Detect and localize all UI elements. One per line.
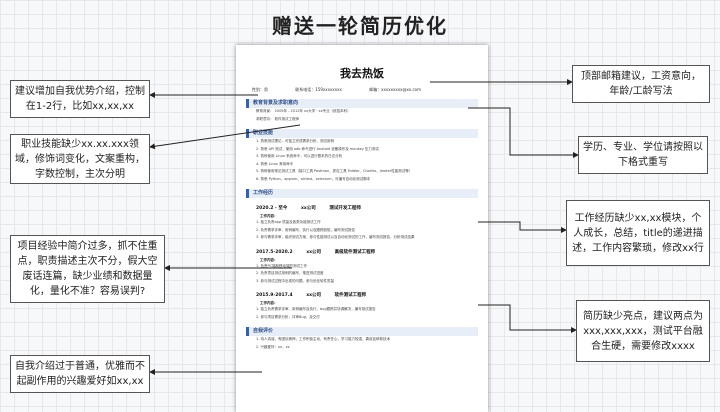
page-title: 赠送一轮简历优化 xyxy=(272,14,448,38)
annotation-left-2: 职业技能缺少xx.xx.xxx领域，修饰词变化，文案重构，字数控制，主次分明 xyxy=(10,134,150,184)
annotation-right-1: 顶部邮箱建议，工资意向，年龄/工龄写法 xyxy=(572,65,710,103)
annotation-left-4: 自我介绍过于普通，优雅而不起副作用的兴趣爱好如xx,xx xyxy=(10,355,150,393)
skill-line: 5. 熟练使用常见测试工具（接口工具 Postman、抓包工具 Fiddler、… xyxy=(256,169,413,173)
job-header: 2017.5-2020.2 xx公司 高级软件测试工程师 xyxy=(256,249,488,255)
job-date: 2015.9-2017.4 xyxy=(256,293,293,298)
section-about: 自我评价 xyxy=(246,327,478,336)
contact-phone: 联系电话：159xxxxxxxx xyxy=(295,87,342,92)
job-line: 1. 负责PC端和移动端的测试工作 xyxy=(256,263,308,268)
contact-email: 邮箱：xxxxxxxxx@xx.com xyxy=(369,87,421,92)
job-role: 高级软件测试工程师 xyxy=(334,249,376,255)
edu-line: 求职意向： 软件测试工程师 xyxy=(256,116,300,121)
section-work: 工作经历 xyxy=(246,189,478,198)
job-header: 2015.9-2017.4 xx公司 软件测试工程师 xyxy=(256,292,488,298)
skill-line: 3. 熟练使用 Linux 系统命令，可以进行基本的日志分析 xyxy=(256,154,343,158)
job-role: 软件测试工程师 xyxy=(334,293,367,298)
annotation-right-2: 学历、专业、学位请按照以下格式重写 xyxy=(578,136,708,174)
arrow-right4 xyxy=(478,304,577,333)
job-line: 1. 独立负责app 质量及各类功能测试工作 xyxy=(256,220,321,224)
arrow-right2 xyxy=(468,107,579,158)
job-company: xx公司 xyxy=(306,293,321,298)
annotation-left-3: 项目经验中简介过多，抓不住重点，职责描述主次不分，假大空废话连篇，缺少业绩和数据… xyxy=(10,235,165,303)
annotation-right-4: 简历缺少亮点，建议两点为xxx,xxx,xxx，测试平台融合生硬，需要修改xxx… xyxy=(576,300,710,362)
contact-line: 性别：男 联系电话：159xxxxxxxx 邮箱：xxxxxxxxx@xx.co… xyxy=(252,87,488,93)
job-company: xx公司 xyxy=(306,249,321,255)
section-skills: 职业技能 xyxy=(246,129,478,138)
job-header: 2020.2 - 至今 xx公司 测试开发工程师 xyxy=(256,205,488,211)
job-line: 2. 负责需求评审、用例编写、执行以及跟踪缺陷，编写测试报告 xyxy=(256,227,355,232)
edu-line: 教育背景： 2009年 - 2012年 xx大学 · xx专业（统招本科） xyxy=(256,109,351,113)
arrow-left2 xyxy=(149,124,301,150)
skill-line: 4. 熟悉 Linux 常用命令 xyxy=(256,161,294,166)
job-role: 测试开发工程师 xyxy=(329,206,361,211)
job-line: 2. 负责项目测试用例的编写，推进测试进度 xyxy=(256,271,324,275)
skill-line: 6. 熟悉 Python、appium、airtest、selenium，可编写… xyxy=(256,176,371,181)
job-date: 2017.5-2020.2 xyxy=(256,249,293,255)
job-company: xx公司 xyxy=(300,206,316,211)
job-line: 2. 参与项目需求分析，评审Bug，及交付 xyxy=(256,314,320,319)
job-line: 1. 独立负责需求评审、用例编写及执行，bug跟踪并协调解决，编写测试报告 xyxy=(256,307,376,311)
skill-line: 2. 熟悉 API 测试，使用 adb 命令进行 Android 设备操作及 m… xyxy=(256,146,379,151)
job-content-label: 工作内容： xyxy=(260,214,278,218)
arrow-right3 xyxy=(478,221,567,233)
about-line: 2. 兴趣爱好：xx，xx xyxy=(256,344,290,349)
section-education: 教育背景及求职意向 xyxy=(246,99,478,108)
job-line: 3. 参与测试过程中出现的问题，参与优化软件质量 xyxy=(256,278,334,283)
job-date: 2020.2 - 至今 xyxy=(256,206,288,211)
resume-name: 我去热饭 xyxy=(340,67,384,80)
about-line: 1. 待人真诚，有团队精神，工作积极主动，有责任心，学习能力较强，喜欢钻研新技术 xyxy=(256,337,390,341)
job-line: 3. 参与需求评审，组织测试方案，参与性能测试以及自动化测试的工作，编写测试报告… xyxy=(256,235,415,239)
skill-line: 1. 熟悉测试理论，可独立完成需求分析、测试用例 xyxy=(256,139,334,143)
annotation-left-1: 建议增加自我优势介绍，控制在1-2行，比如xx,xx,xx xyxy=(10,80,150,118)
job-content-label: 工作内容： xyxy=(260,257,278,262)
job-content-label: 工作内容： xyxy=(260,301,278,305)
contact-gender: 性别：男 xyxy=(252,87,268,92)
resume-document: 我去热饭 性别：男 联系电话：159xxxxxxxx 邮箱：xxxxxxxxx@… xyxy=(236,45,488,412)
annotation-right-3: 工作经历缺少xx,xx模块，个人成长，总结，title的递进描述，工作内容繁琐，… xyxy=(566,200,710,266)
